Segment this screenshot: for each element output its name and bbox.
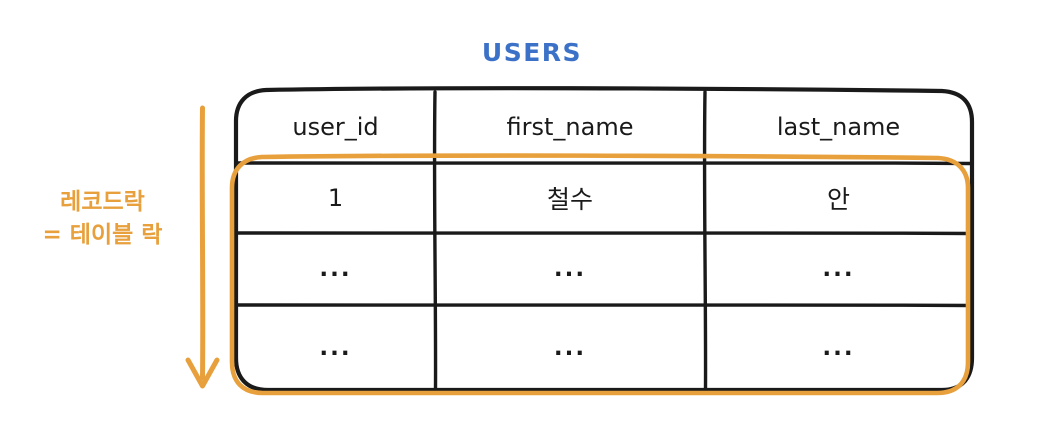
table-row: ... [553,334,587,361]
table-row: 안 [826,185,850,214]
table-row: ... [319,334,352,361]
table-row: ... [319,256,352,282]
table-column-separators [432,90,708,390]
column-header-last-name: last_name [776,112,901,141]
down-arrow-icon [185,105,220,389]
record-lock-annotation: 레코드락 = 테이블 락 [20,186,185,251]
table-outline [233,86,975,393]
table-row: 철수 [546,185,593,214]
table-row: 1 [327,184,344,212]
column-header-user-id: user_id [292,112,379,141]
table-row-separators [235,160,973,308]
users-table: user_id first_name last_name 1 철수 안 ... … [236,90,972,390]
record-lock-highlight [229,153,971,396]
table-row: ... [822,256,855,282]
annotation-line-1: 레코드락 [60,189,145,215]
annotation-line-2: = 테이블 락 [42,221,163,248]
users-table-grid: user_id first_name last_name 1 철수 안 ... … [236,90,972,390]
table-row: ... [553,256,587,282]
column-header-first-name: first_name [506,112,634,141]
page-title: USERS [481,38,583,67]
table-row: ... [822,334,855,361]
